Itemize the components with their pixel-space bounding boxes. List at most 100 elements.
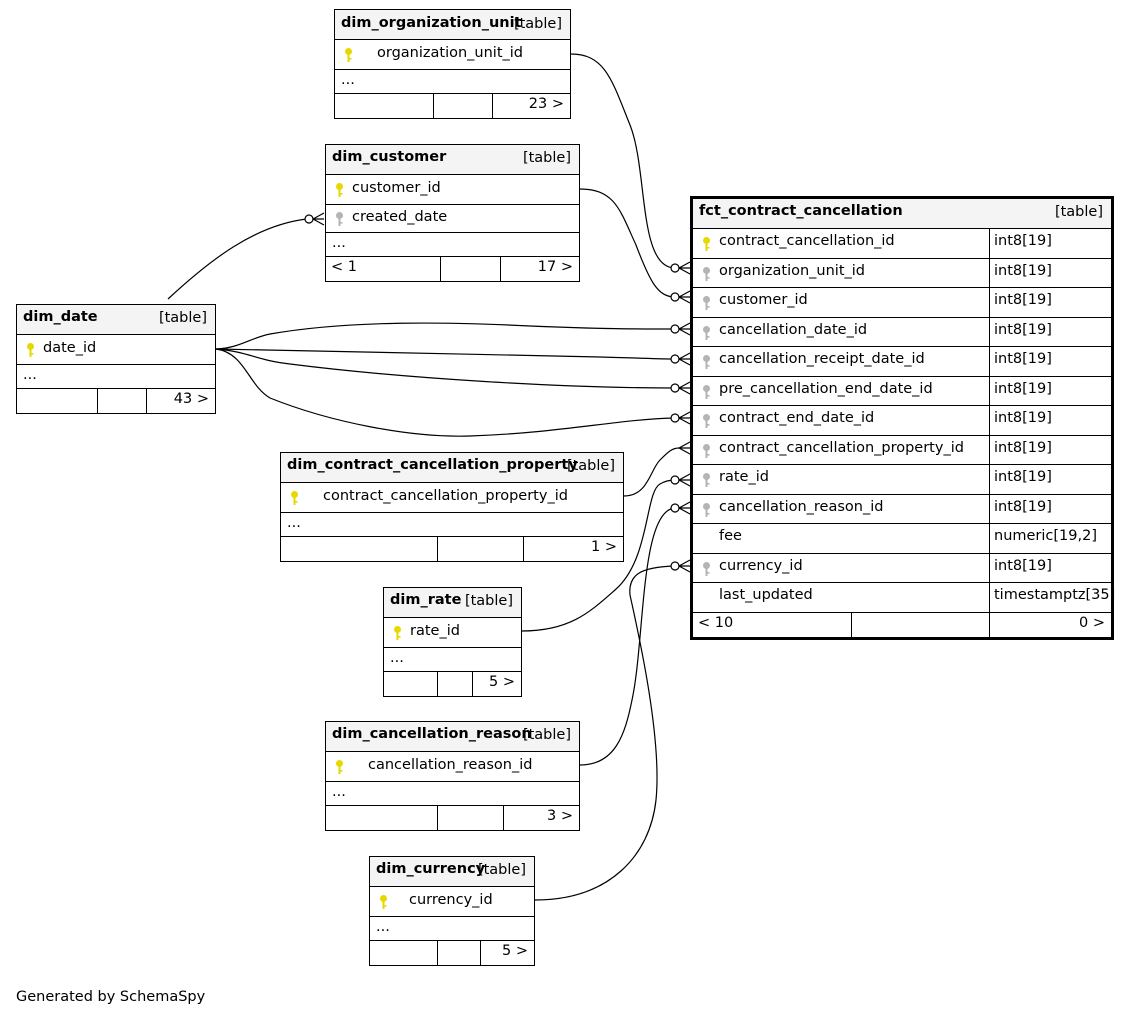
foreign-key-icon [703,296,710,310]
table-dim-currency[interactable]: dim_currency [table] currency_id ... 5 > [369,856,535,966]
column-row[interactable]: cancellation_date_id int8[19] [693,317,1111,347]
column-row[interactable]: currency_id int8[19] [693,553,1111,583]
table-name: fct_contract_cancellation [699,203,903,219]
table-name: dim_rate [390,592,462,608]
column-row[interactable]: cancellation_reason_id [326,752,579,782]
column-row[interactable]: customer_id int8[19] [693,288,1111,318]
table-type: [table] [522,150,571,166]
column-name: contract_cancellation_id [719,233,895,249]
ellipsis: ... [332,784,346,800]
table-dim-rate[interactable]: dim_rate [table] rate_id ... 5 > [383,587,522,697]
foreign-key-icon [703,266,710,281]
column-row[interactable]: organization_unit_id [335,40,570,70]
column-type: timestamptz[35] [989,583,1115,612]
column-row[interactable]: contract_cancellation_property_id [281,483,623,513]
column-row[interactable]: created_date [326,205,579,233]
table-name: dim_cancellation_reason [332,726,532,742]
table-header: dim_customer [table] [326,145,579,175]
column-row[interactable]: cancellation_reason_id int8[19] [693,494,1111,524]
ellipsis: ... [332,235,346,251]
foreign-key-icon [336,212,343,226]
crowfoot-cancellation-reason [670,503,680,513]
column-row[interactable]: customer_id [326,175,579,205]
foreign-key-icon [703,473,710,487]
column-row[interactable]: pre_cancellation_end_date_id int8[19] [693,376,1111,406]
column-type: int8[19] [989,317,1052,346]
column-name: customer_id [719,292,808,308]
column-type: int8[19] [989,494,1052,523]
column-name: customer_id [352,180,441,196]
primary-key-icon [703,237,710,251]
column-name: created_date [352,209,448,225]
column-row[interactable]: date_id [17,335,215,365]
table-dim-date[interactable]: dim_date [table] date_id ... 43 > [16,304,216,414]
table-header: dim_rate [table] [384,588,521,618]
children-count[interactable]: 0 > [1079,614,1105,631]
column-type: int8[19] [989,288,1052,317]
foreign-key-icon [703,561,710,576]
table-footer: 43 > [17,389,215,413]
column-row[interactable]: rate_id int8[19] [693,465,1111,495]
table-dim-organization-unit[interactable]: dim_organization_unit [table] organizati… [334,9,571,119]
primary-key-icon [394,626,401,640]
children-count[interactable]: 23 > [528,96,564,112]
primary-key-icon [336,760,343,774]
column-name: contract_end_date_id [719,410,875,426]
column-row[interactable]: cancellation_receipt_date_id int8[19] [693,347,1111,377]
column-row[interactable]: rate_id [384,618,521,648]
parents-count[interactable]: < 10 [698,614,734,631]
children-count[interactable]: 43 > [173,391,209,407]
column-name: pre_cancellation_end_date_id [719,380,933,397]
column-row[interactable]: last_updated timestamptz[35] [693,583,1115,613]
table-name: dim_organization_unit [341,15,522,31]
table-name: dim_date [23,309,98,325]
primary-key-icon [380,895,387,909]
column-name: cancellation_reason_id [368,757,533,773]
column-name: organization_unit_id [719,262,865,279]
table-dim-customer[interactable]: dim_customer [table] customer_id created… [325,144,580,282]
ellipsis: ... [23,367,37,383]
column-name: cancellation_date_id [719,321,868,338]
table-fct-contract-cancellation[interactable]: fct_contract_cancellation [table] contra… [690,196,1115,640]
table-name: dim_contract_cancellation_property [287,457,578,473]
foreign-key-icon [703,384,710,399]
column-type: int8[19] [989,435,1052,464]
column-name: cancellation_receipt_date_id [719,351,925,367]
column-name: rate_id [719,469,769,485]
edge-cancellation-reason [579,507,676,766]
table-type: [table] [477,862,526,878]
column-name: cancellation_reason_id [719,498,884,515]
column-row[interactable]: contract_cancellation_id int8[19] [693,229,1111,259]
crowfoot-rate [670,475,680,485]
primary-key-icon [345,48,352,62]
children-count[interactable]: 5 > [502,943,528,959]
column-row[interactable]: contract_end_date_id int8[19] [693,406,1111,436]
column-row[interactable]: currency_id [370,887,534,917]
column-row[interactable]: fee numeric[19,2] [693,524,1111,554]
ellipsis-row: ... [17,365,215,389]
foreign-key-icon [703,325,710,340]
edge-date-cancellation [215,322,676,350]
parents-count[interactable]: < 1 [331,259,357,275]
children-count[interactable]: 17 > [537,259,573,275]
edge-currency [534,565,676,901]
table-dim-contract-cancellation-property[interactable]: dim_contract_cancellation_property [tabl… [280,452,624,562]
table-type: [table] [1054,204,1103,220]
column-row[interactable]: contract_cancellation_property_id int8[1… [693,435,1111,465]
table-type: [table] [513,16,562,32]
table-type: [table] [158,310,207,326]
foreign-key-icon [703,355,710,369]
column-row[interactable]: organization_unit_id int8[19] [693,258,1111,288]
edge-customer [579,188,676,298]
children-count[interactable]: 1 > [591,539,617,555]
table-dim-cancellation-reason[interactable]: dim_cancellation_reason [table] cancella… [325,721,580,831]
table-footer: 5 > [370,941,534,965]
children-count[interactable]: 5 > [489,674,515,690]
crowfoot-organization-unit [670,263,680,273]
column-name: contract_cancellation_property_id [323,488,568,504]
column-name: organization_unit_id [377,45,523,61]
table-footer: 23 > [335,94,570,118]
children-count[interactable]: 3 > [547,808,573,824]
primary-key-icon [27,343,34,357]
column-type: int8[19] [989,553,1052,582]
